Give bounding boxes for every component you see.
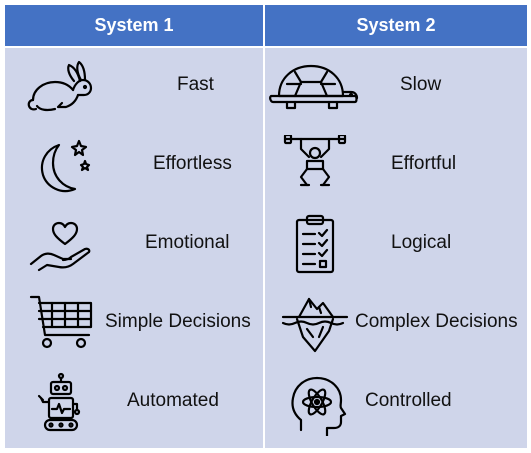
row-label: Fast — [177, 74, 214, 95]
table-cell: Slow — [265, 48, 527, 126]
robot-icon — [25, 372, 97, 436]
weightlifter-icon — [279, 133, 351, 199]
row-label: Controlled — [365, 390, 452, 411]
column-divider — [263, 5, 265, 448]
row-label: Automated — [127, 390, 219, 411]
row-label: Complex Decisions — [355, 311, 518, 332]
header-divider — [5, 46, 527, 48]
iceberg-icon — [279, 293, 351, 357]
column-header-system-2: System 2 — [265, 5, 527, 46]
table-cell: Effortless — [5, 127, 263, 205]
table-cell: Simple Decisions — [5, 285, 263, 363]
table-cell: Controlled — [265, 364, 527, 442]
comparison-table: System 1 System 2 Fast — [5, 5, 527, 448]
row-label: Emotional — [145, 232, 230, 253]
row-label: Simple Decisions — [105, 311, 251, 332]
row-label: Effortless — [153, 153, 232, 174]
rabbit-icon — [23, 56, 95, 120]
table-cell: Effortful — [265, 127, 527, 205]
table-cell: Automated — [5, 364, 263, 442]
turtle-icon — [265, 56, 361, 120]
row-label: Effortful — [391, 153, 457, 174]
row-label: Slow — [400, 74, 442, 95]
row-label: Logical — [391, 232, 452, 253]
table-cell: Logical — [265, 206, 527, 284]
column-header-system-1: System 1 — [5, 5, 263, 46]
table-cell: Emotional — [5, 206, 263, 284]
head-atom-icon — [279, 372, 351, 438]
heart-hand-icon — [25, 214, 97, 278]
checklist-clipboard-icon — [279, 214, 351, 278]
table-cell: Fast — [5, 48, 263, 126]
table-cell: Complex Decisions — [265, 285, 527, 363]
moon-stars-icon — [25, 135, 97, 199]
shopping-cart-icon — [25, 293, 97, 357]
